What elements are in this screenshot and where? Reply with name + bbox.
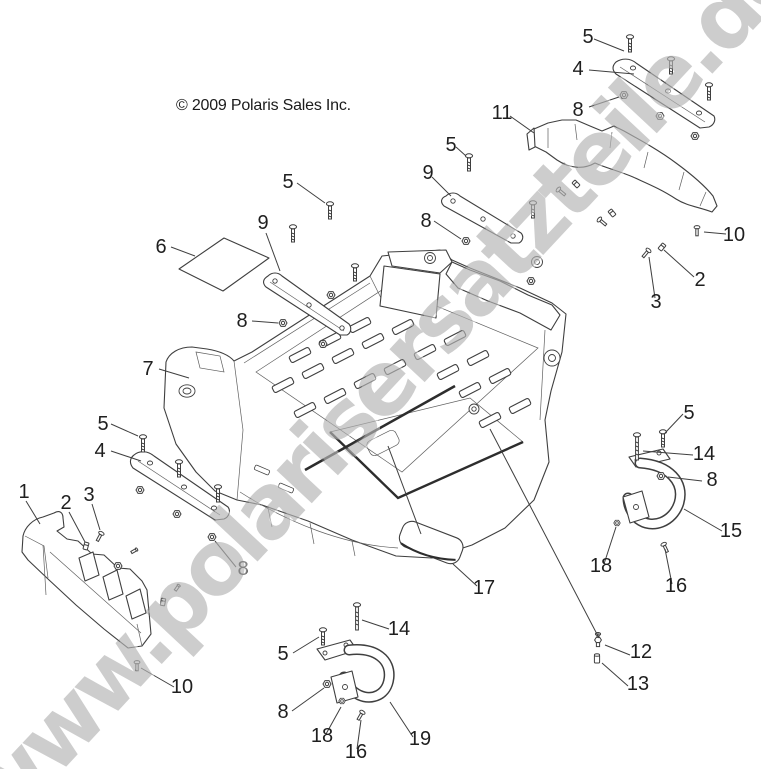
callout-label: 4 [572,58,583,80]
bracket-part-15 [622,448,686,530]
callout-label: 18 [590,555,612,577]
callout-label: 10 [171,676,193,698]
callout-label: 11 [492,102,513,124]
small-nut [613,519,621,527]
support-strap-part-9-right [441,192,524,244]
callout-label: 18 [311,725,333,747]
callout-label: 5 [97,413,108,435]
screw [350,263,360,282]
clip [657,242,667,252]
screw [666,56,676,75]
nut [526,277,536,285]
screw [318,627,328,646]
callout-label: 19 [409,728,431,750]
fastener-hardware [82,34,714,722]
screw [704,82,714,101]
decal-part-6 [178,237,270,292]
nut [322,680,332,688]
small-screw [693,225,701,237]
copyright-text: © 2009 Polaris Sales Inc. [176,97,351,114]
nut [461,237,471,245]
screw [325,201,335,220]
support-strap-part-9-left [263,272,352,336]
pad-part-17 [398,520,464,565]
callout-label: 8 [420,210,431,232]
nut [318,340,328,348]
nut [655,112,665,120]
pin [173,583,182,592]
callout-label: 7 [142,358,153,380]
screw [464,153,474,172]
rail-part-4-right [612,58,716,129]
callout-label: 8 [237,558,248,580]
callout-label: 5 [582,26,593,48]
nut [619,91,629,99]
callout-label: 1 [18,481,29,503]
callout-label: 16 [345,741,367,763]
screw [288,224,298,243]
pin [130,547,139,555]
callout-label: 2 [60,492,71,514]
callout-label: 3 [83,484,94,506]
clip [571,179,581,189]
callout-labels: 5 4 8 11 5 9 8 10 2 3 5 9 6 8 7 5 4 1 2 … [18,26,745,763]
small-screw [133,660,141,672]
leader-lines [25,38,727,750]
nut [690,132,700,140]
nut [172,510,182,518]
fastener-part-12 [594,632,602,648]
callout-label: 9 [257,212,268,234]
small-screw [94,530,106,543]
callout-label: 8 [572,99,583,121]
callout-label: 8 [706,469,717,491]
screw [625,34,635,53]
callout-label: 16 [665,575,687,597]
clip [159,597,167,607]
callout-label: 5 [282,171,293,193]
clip [82,541,90,551]
callout-label: 5 [445,134,456,156]
callout-label: 14 [388,618,410,640]
small-screw [554,185,568,198]
callout-label: 13 [627,673,649,695]
callout-label: 17 [473,577,495,599]
callout-label: 15 [720,520,742,542]
nut [135,486,145,494]
callout-label: 5 [683,402,694,424]
callout-label: 9 [422,162,433,184]
screw [138,434,148,453]
small-screw [640,246,653,260]
clip [607,208,617,218]
bushing-part-13 [593,653,601,664]
long-screw [352,602,362,631]
nut [326,291,336,299]
callout-label: 2 [694,269,705,291]
callout-label: 8 [277,701,288,723]
callout-label: 3 [650,291,661,313]
bumper-part-1 [21,511,152,649]
side-rail-part-11 [526,119,718,213]
screw [528,200,538,219]
cargo-bed-drawing [163,249,567,559]
small-nut [338,697,346,705]
callout-label: 8 [236,310,247,332]
nut [207,533,217,541]
small-screw [355,708,367,722]
rail-part-4-left [129,451,230,521]
callout-label: 5 [277,643,288,665]
callout-label: 6 [155,236,166,258]
callout-label: 4 [94,440,105,462]
small-screw [595,215,609,228]
callout-label: 14 [693,443,715,465]
nut [278,319,288,327]
nut [113,562,123,570]
nut [656,472,666,480]
callout-label: 10 [723,224,745,246]
bracket-part-19 [316,639,395,704]
callout-label: 12 [630,641,652,663]
